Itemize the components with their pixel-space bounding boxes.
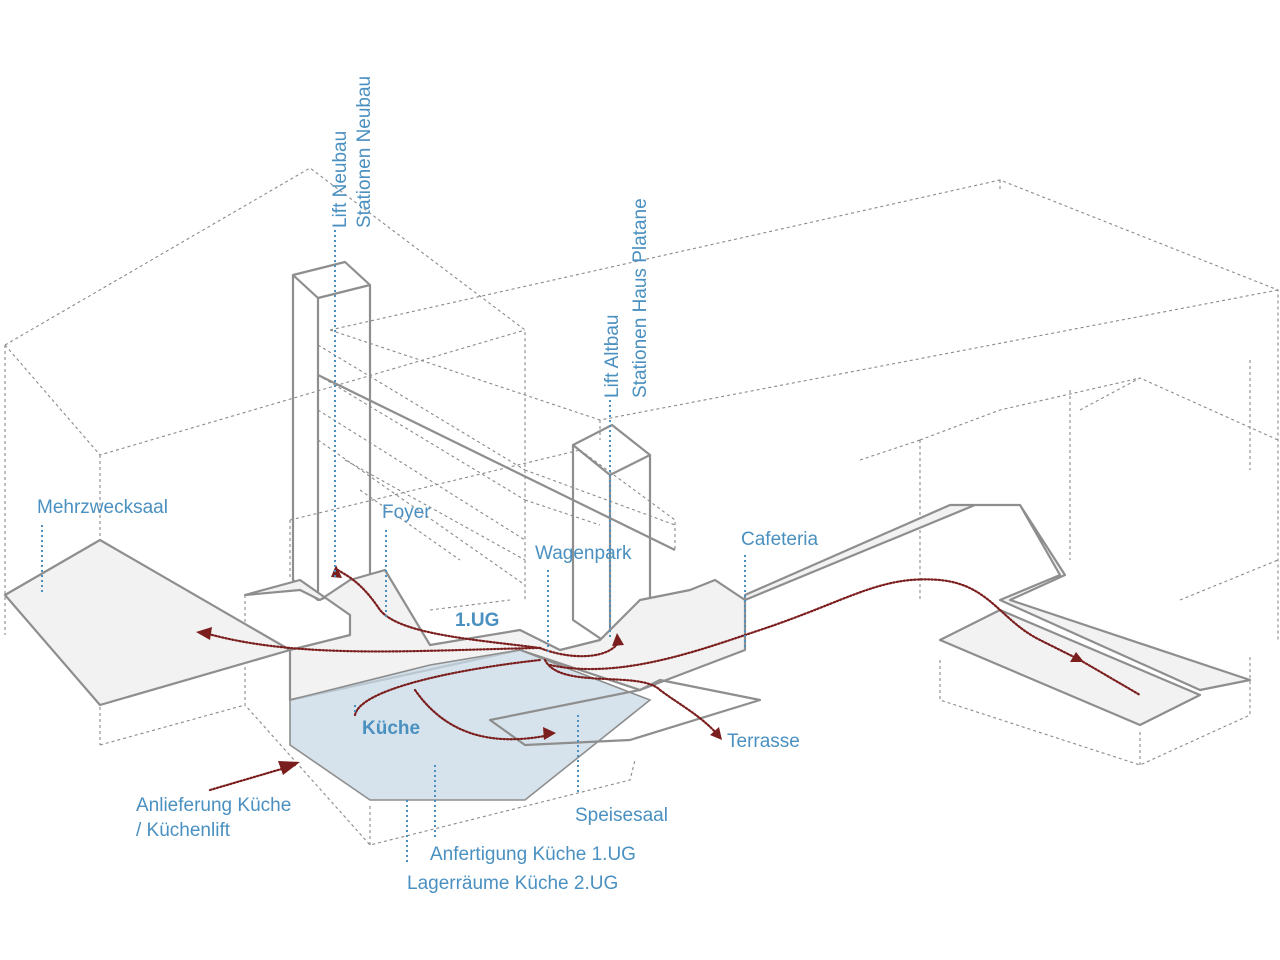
floor-mehrzwecksaal <box>3 538 292 707</box>
label-wagenpark: Wagenpark <box>535 543 632 564</box>
label-mehrzwecksaal: Mehrzwecksaal <box>37 497 168 518</box>
flow-to-cafeteria <box>548 578 1082 671</box>
arrowhead-delivery <box>278 761 300 775</box>
label-terrasse: Terrasse <box>727 731 800 752</box>
floor-plates <box>3 503 1252 727</box>
arrowhead-terrasse <box>710 727 722 740</box>
label-anfertigung: Anfertigung Küche 1.UG <box>430 844 636 865</box>
altbau-envelope <box>329 179 1279 640</box>
arrowhead-kitchen <box>543 727 556 740</box>
arrowhead-mehrzwecksaal <box>196 627 212 640</box>
building-envelopes <box>4 167 1279 846</box>
kitchen-area <box>289 649 652 801</box>
arrowhead-lift-neubau <box>331 565 342 578</box>
label-stationen-platane: Stationen Haus Platane <box>630 198 651 398</box>
base-envelope <box>244 449 1251 846</box>
label-leaders <box>41 230 746 865</box>
label-anlieferung-2: / Küchenlift <box>136 820 231 841</box>
interior-planes <box>299 344 676 641</box>
circulation-flows <box>203 568 1142 792</box>
label-kueche: Küche <box>362 718 420 739</box>
flow-to-mehrzwecksaal <box>203 631 542 653</box>
labels: Lift Neubau Stationen Neubau Lift Altbau… <box>37 76 819 894</box>
flow-arrowheads <box>196 565 1084 775</box>
speisesaal-outline <box>488 678 762 747</box>
flow-right-wing <box>1078 658 1142 697</box>
label-1ug: 1.UG <box>455 610 499 631</box>
label-cafeteria: Cafeteria <box>741 529 819 550</box>
label-lagerraeume: Lagerräume Küche 2.UG <box>407 873 618 894</box>
altbau-divisions <box>859 360 1279 601</box>
arrowhead-lift-altbau <box>612 633 624 646</box>
floor-right-wing <box>938 608 1202 727</box>
label-lift-neubau: Lift Neubau <box>330 131 351 228</box>
flow-kitchen-up <box>353 658 542 717</box>
label-foyer: Foyer <box>382 502 431 523</box>
flow-to-lift-neubau <box>336 568 542 650</box>
flow-delivery <box>208 763 297 792</box>
label-speisesaal: Speisesaal <box>575 805 668 826</box>
flow-kitchen-internal <box>413 688 552 741</box>
label-stationen-neubau: Stationen Neubau <box>354 76 375 228</box>
label-anlieferung-1: Anlieferung Küche <box>136 795 291 816</box>
lift-neubau-shaft <box>291 260 372 602</box>
label-lift-altbau: Lift Altbau <box>602 315 623 398</box>
flow-to-terrasse <box>543 658 720 737</box>
roof-diagonal <box>317 374 676 551</box>
arrowhead-cafeteria <box>1070 652 1084 662</box>
